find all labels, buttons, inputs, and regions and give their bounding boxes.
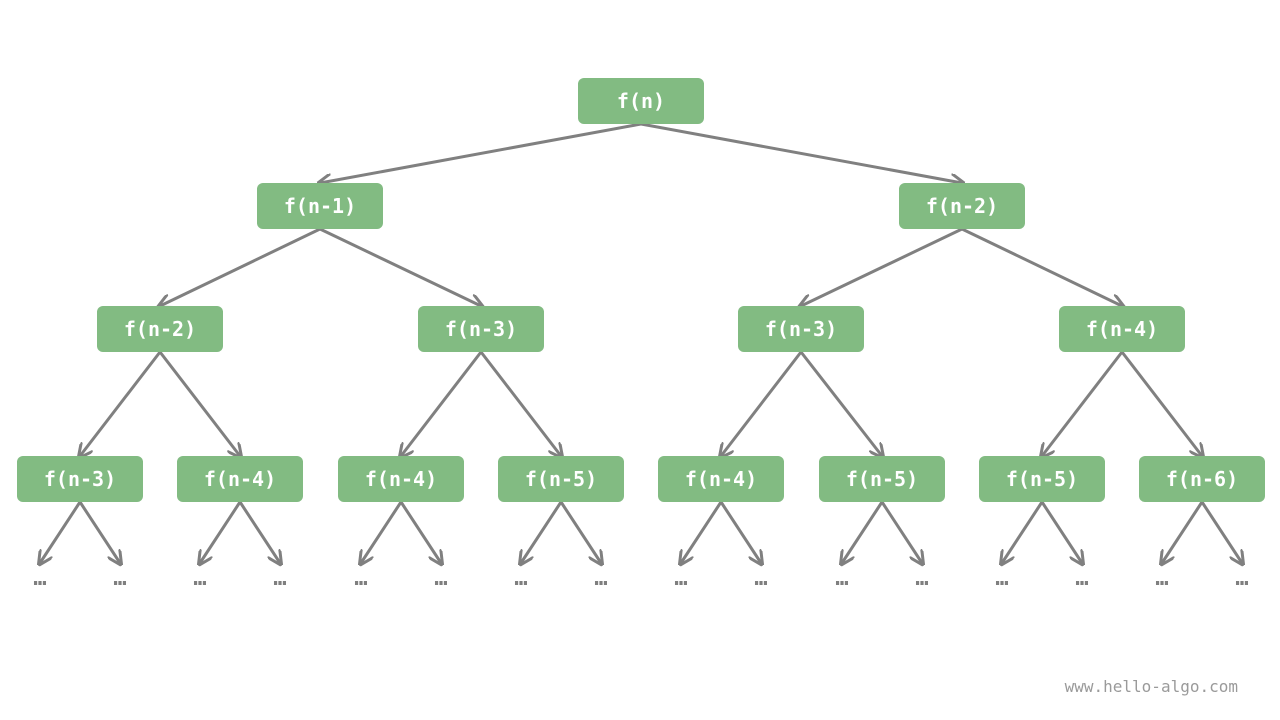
node-box <box>578 78 704 124</box>
continuation-edge-n12-left <box>842 501 884 563</box>
node-label: f(n-4) <box>1086 317 1158 341</box>
tree-node-n5: f(n-3) <box>738 306 864 352</box>
node-box <box>1139 456 1265 502</box>
watermark-text: www.hello-algo.com <box>1064 677 1238 696</box>
continuation-edge-n11-right <box>719 501 761 563</box>
ellipsis-n11-left: … <box>674 566 687 591</box>
node-label: f(n-4) <box>685 467 757 491</box>
edge-n3-n7 <box>80 351 162 456</box>
node-box <box>979 456 1105 502</box>
node-box <box>418 306 544 352</box>
ellipsis-n13-right: … <box>1075 566 1088 591</box>
node-label: f(n-1) <box>284 194 356 218</box>
node-box <box>498 456 624 502</box>
edge-n4-n10 <box>479 351 561 456</box>
ellipsis-n14-right: … <box>1235 566 1248 591</box>
tree-node-n11: f(n-4) <box>658 456 784 502</box>
ellipsis-n8-right: … <box>273 566 286 591</box>
node-label: f(n-2) <box>926 194 998 218</box>
edge-n1-n4 <box>319 227 481 306</box>
edge-n4-n9 <box>401 351 483 456</box>
continuation-edge-n7-left <box>40 501 82 563</box>
ellipsis-n8-left: … <box>193 566 206 591</box>
continuation-edge-n11-left <box>681 501 723 563</box>
node-box <box>257 183 383 229</box>
continuation-edge-n9-right <box>399 501 441 563</box>
edge-n3-n8 <box>158 351 240 456</box>
ellipsis-n7-right: … <box>113 566 126 591</box>
node-label: f(n-4) <box>365 467 437 491</box>
node-label: f(n-6) <box>1166 467 1238 491</box>
continuation-edge-n7-right <box>78 501 120 563</box>
edges-layer <box>40 122 1242 563</box>
continuation-edge-n12-right <box>880 501 922 563</box>
node-label: f(n-5) <box>525 467 597 491</box>
tree-node-n13: f(n-5) <box>979 456 1105 502</box>
node-box <box>17 456 143 502</box>
ellipsis-n12-right: … <box>915 566 928 591</box>
edge-n0-n2 <box>640 122 962 183</box>
ellipsis-n12-left: … <box>835 566 848 591</box>
edge-n6-n14 <box>1120 351 1202 456</box>
node-label: f(n-3) <box>765 317 837 341</box>
ellipsis-n10-left: … <box>514 566 527 591</box>
continuation-edge-n8-right <box>238 501 280 563</box>
ellipsis-n9-left: … <box>354 566 367 591</box>
tree-node-n2: f(n-2) <box>899 183 1025 229</box>
tree-node-n6: f(n-4) <box>1059 306 1185 352</box>
ellipsis-n11-right: … <box>754 566 767 591</box>
continuation-edge-n14-left <box>1162 501 1204 563</box>
edge-n1-n3 <box>160 227 321 306</box>
ellipsis-n10-right: … <box>594 566 607 591</box>
node-label: f(n-3) <box>445 317 517 341</box>
node-box <box>819 456 945 502</box>
edge-n2-n6 <box>961 227 1122 306</box>
node-label: f(n-5) <box>1006 467 1078 491</box>
node-box <box>338 456 464 502</box>
node-box <box>1059 306 1185 352</box>
node-label: f(n-4) <box>204 467 276 491</box>
tree-node-n1: f(n-1) <box>257 183 383 229</box>
tree-node-n14: f(n-6) <box>1139 456 1265 502</box>
tree-node-n0: f(n) <box>578 78 704 124</box>
ellipsis-n7-left: … <box>33 566 46 591</box>
continuation-edge-n13-right <box>1040 501 1082 563</box>
tree-node-n9: f(n-4) <box>338 456 464 502</box>
node-box <box>738 306 864 352</box>
node-box <box>97 306 223 352</box>
edge-n0-n1 <box>320 122 642 183</box>
tree-node-n10: f(n-5) <box>498 456 624 502</box>
tree-node-n12: f(n-5) <box>819 456 945 502</box>
tree-node-n4: f(n-3) <box>418 306 544 352</box>
continuation-edge-n8-left <box>200 501 242 563</box>
node-box <box>177 456 303 502</box>
edge-n2-n5 <box>801 227 963 306</box>
edge-n5-n11 <box>721 351 803 456</box>
ellipsis-n9-right: … <box>434 566 447 591</box>
node-label: f(n-5) <box>846 467 918 491</box>
continuation-edge-n10-left <box>521 501 563 563</box>
node-label: f(n-2) <box>124 317 196 341</box>
node-box <box>899 183 1025 229</box>
continuation-edge-n14-right <box>1200 501 1242 563</box>
continuation-edge-n13-left <box>1002 501 1044 563</box>
continuation-edge-n10-right <box>559 501 601 563</box>
ellipsis-n14-left: … <box>1155 566 1168 591</box>
node-label: f(n) <box>617 89 665 113</box>
ellipsis-n13-left: … <box>995 566 1008 591</box>
edge-n6-n13 <box>1042 351 1124 456</box>
continuation-edge-n9-left <box>361 501 403 563</box>
tree-node-n7: f(n-3) <box>17 456 143 502</box>
tree-node-n3: f(n-2) <box>97 306 223 352</box>
ellipsis-layer: … … … … … … … … … … … … … … … … <box>33 566 1248 591</box>
tree-node-n8: f(n-4) <box>177 456 303 502</box>
node-label: f(n-3) <box>44 467 116 491</box>
nodes-layer: f(n) f(n-1) f(n-2) f(n-2) f(n-3) f(n-3) f(n-4)… <box>17 78 1265 502</box>
node-box <box>658 456 784 502</box>
edge-n5-n12 <box>799 351 882 456</box>
